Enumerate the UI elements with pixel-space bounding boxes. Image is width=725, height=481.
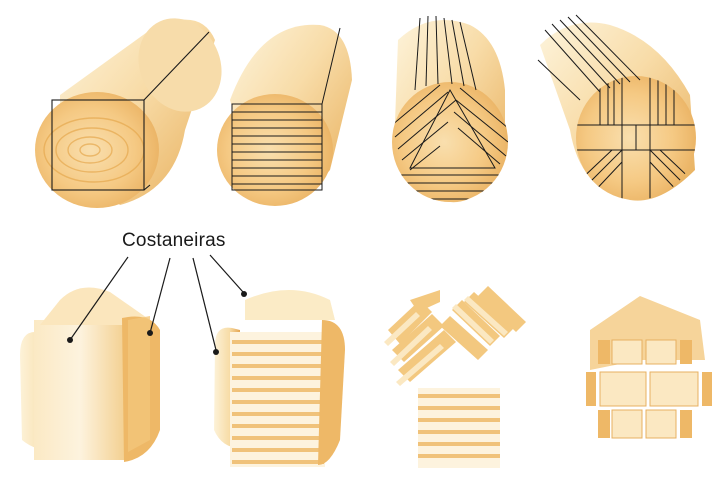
radial-boards — [384, 286, 526, 468]
log-parallel-boards — [217, 25, 352, 206]
log-radial-cut — [392, 16, 508, 202]
log-quarter-sawn — [538, 15, 698, 201]
beam-with-slabs — [20, 288, 160, 463]
quarter-sawn-pieces — [586, 296, 712, 438]
boards-with-slabs — [214, 290, 345, 467]
costaneiras-label: Costaneiras — [122, 230, 226, 252]
log-square-cut — [35, 5, 237, 208]
